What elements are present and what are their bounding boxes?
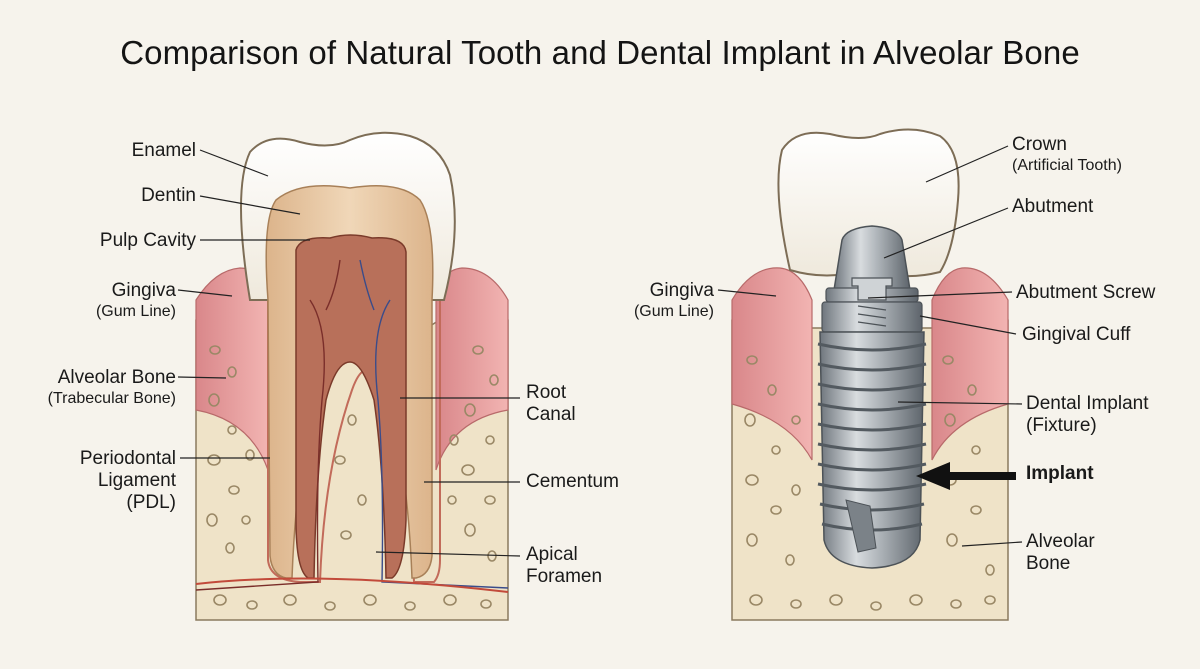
label-alveolar-implant-line2: Bone bbox=[1026, 553, 1071, 574]
label-pdl-line1: Periodontal bbox=[79, 448, 176, 469]
label-gingiva-implant-sub: (Gum Line) bbox=[633, 303, 714, 320]
label-root-canal: Root Canal bbox=[526, 382, 576, 426]
label-crown-sub: (Artificial Tooth) bbox=[1012, 157, 1122, 174]
label-abutment: Abutment bbox=[1012, 196, 1094, 217]
label-gingival-cuff: Gingival Cuff bbox=[1022, 324, 1131, 345]
label-gingiva-natural: Gingiva (Gum Line) bbox=[40, 280, 176, 321]
label-alveolar-bone-text: Alveolar Bone bbox=[57, 367, 176, 388]
label-crown-text: Crown bbox=[1012, 134, 1067, 155]
label-alveolar-bone-implant: Alveolar Bone bbox=[1026, 531, 1095, 575]
label-abutment-screw: Abutment Screw bbox=[1016, 282, 1156, 303]
label-implant: Implant bbox=[1026, 463, 1094, 484]
label-cementum: Cementum bbox=[526, 471, 619, 492]
label-apical-foramen: Apical Foramen bbox=[526, 544, 602, 588]
natural-pulp-cavity bbox=[295, 234, 407, 579]
label-root-canal-line2: Canal bbox=[526, 404, 576, 425]
label-crown: Crown (Artificial Tooth) bbox=[1012, 134, 1122, 175]
label-gingiva-implant: Gingiva (Gum Line) bbox=[580, 280, 714, 321]
label-root-canal-line1: Root bbox=[526, 382, 567, 403]
natural-tooth-figure bbox=[195, 131, 509, 621]
label-gingiva-natural-sub: (Gum Line) bbox=[95, 303, 176, 320]
leader-lines bbox=[177, 145, 1023, 557]
label-enamel: Enamel bbox=[131, 140, 196, 161]
label-fixture-line1: Dental Implant bbox=[1026, 393, 1149, 414]
label-alveolar-bone-sub: (Trabecular Bone) bbox=[47, 390, 176, 407]
label-pdl-line2: Ligament bbox=[97, 470, 176, 491]
label-fixture-line2: (Fixture) bbox=[1026, 415, 1097, 436]
implant-abutment bbox=[833, 225, 911, 291]
label-pulp-cavity: Pulp Cavity bbox=[99, 230, 196, 251]
page-title: Comparison of Natural Tooth and Dental I… bbox=[120, 34, 1080, 71]
implant-figure bbox=[731, 128, 1016, 621]
label-dentin: Dentin bbox=[141, 185, 196, 206]
implant-arrow bbox=[916, 462, 1016, 490]
implant-abutment-screw bbox=[851, 277, 893, 301]
label-pdl: Periodontal Ligament (PDL) bbox=[40, 448, 176, 514]
label-gingiva-implant-text: Gingiva bbox=[649, 280, 714, 301]
label-gingiva-natural-text: Gingiva bbox=[111, 280, 176, 301]
label-alveolar-bone-natural: Alveolar Bone (Trabecular Bone) bbox=[20, 367, 176, 408]
label-apical-line1: Apical bbox=[526, 544, 578, 565]
label-dental-implant: Dental Implant (Fixture) bbox=[1026, 393, 1149, 437]
label-pdl-line3: (PDL) bbox=[126, 492, 176, 513]
label-alveolar-implant-line1: Alveolar bbox=[1026, 531, 1095, 552]
label-apical-line2: Foramen bbox=[526, 566, 603, 587]
